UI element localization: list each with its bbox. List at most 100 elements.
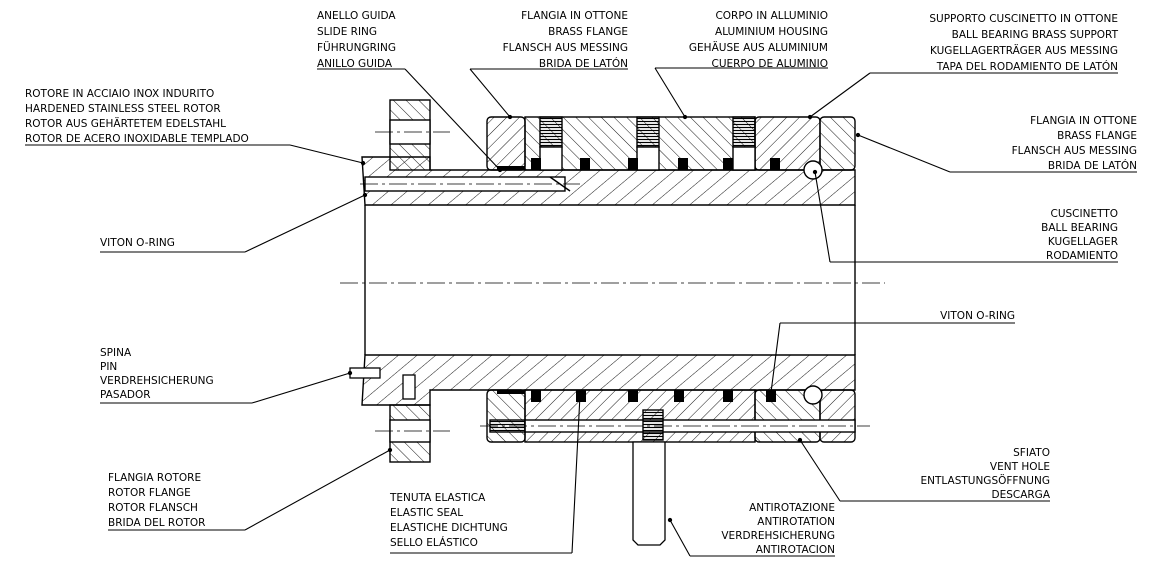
label-line: GEHÄUSE AUS ALUMINIUM (689, 41, 828, 54)
leader-slide-ring (317, 68, 501, 171)
label-line: FLANSCH AUS MESSING (503, 42, 628, 54)
leader-arrow-icon (347, 370, 353, 376)
label-line: ANILLO GUIDA (317, 58, 393, 70)
label-aluminium-housing: CORPO IN ALLUMINIO ALUMINIUM HOUSING GEHÄU… (689, 10, 828, 70)
leader-arrow-icon (360, 160, 366, 166)
label-line: CORPO IN ALLUMINIO (715, 10, 828, 22)
label-line: TAPA DEL RODAMIENTO DE LATÓN (936, 60, 1118, 73)
label-line: ELASTICHE DICHTUNG (390, 522, 508, 534)
housing-bottom (486, 385, 856, 443)
label-line: RODAMIENTO (1046, 250, 1118, 262)
label-line: VITON O-RING (100, 237, 175, 249)
label-line: BALL BEARING (1041, 222, 1118, 234)
antirotation-pin (632, 441, 666, 546)
label-line: ANTIROTATION (757, 516, 835, 528)
label-line: BRASS FLANGE (1057, 130, 1137, 142)
label-line: BRIDA DE LATÓN (539, 57, 628, 70)
label-viton-oring-right: VITON O-RING (940, 310, 1015, 322)
label-line: SLIDE RING (317, 26, 377, 38)
label-line: DESCARGA (991, 489, 1050, 501)
label-rotor: ROTORE IN ACCIAIO INOX INDURITO HARDENED … (25, 88, 249, 145)
label-line: FLANGIA ROTORE (108, 472, 201, 484)
label-line: FLANGIA IN OTTONE (1030, 115, 1137, 127)
label-line: ROTOR AUS GEHÄRTETEM EDELSTAHL (25, 117, 226, 130)
label-line: CUSCINETTO (1050, 208, 1118, 220)
label-line: BRASS FLANGE (548, 26, 628, 38)
leader-aluminium-housing (654, 67, 828, 118)
leader-bearing-support (809, 72, 1118, 118)
label-line: BALL BEARING BRASS SUPPORT (952, 29, 1119, 41)
label-line: FLANGIA IN OTTONE (521, 10, 628, 22)
leader-arrow-icon (855, 132, 861, 138)
label-line: PASADOR (100, 389, 151, 401)
label-line: KUGELLAGER (1048, 236, 1118, 248)
leader-arrow-icon (797, 437, 803, 443)
elastic-seals-top (497, 158, 780, 170)
leader-antirotation (669, 519, 835, 557)
label-line: PIN (100, 361, 117, 373)
rotor (361, 156, 856, 406)
label-brass-flange-right: FLANGIA IN OTTONE BRASS FLANGE FLANSCH AUS… (1012, 115, 1137, 172)
center-lines (340, 131, 885, 432)
label-line: VENT HOLE (990, 461, 1050, 473)
label-line: FLANSCH AUS MESSING (1012, 145, 1137, 157)
label-line: BRIDA DEL ROTOR (108, 517, 205, 529)
label-viton-oring-left: VITON O-RING (100, 237, 175, 249)
leader-viton-oring-left (100, 194, 366, 253)
leader-elastic-seal (390, 394, 581, 554)
label-line: VERDREHSICHERUNG (721, 530, 835, 542)
leader-pin (100, 372, 351, 404)
leader-arrow-icon (767, 397, 773, 403)
label-ball-bearing: CUSCINETTO BALL BEARING KUGELLAGER RODAMIEN… (1041, 208, 1118, 262)
leader-rotor (25, 144, 364, 164)
leader-ball-bearing (814, 171, 1118, 263)
leader-arrow-icon (387, 447, 393, 453)
leader-vent-hole (799, 439, 1050, 502)
leader-brass-flange-top (469, 68, 628, 118)
leader-arrow-icon (812, 169, 818, 175)
label-pin: SPINA PIN VERDREHSICHERUNG PASADOR (100, 347, 214, 401)
label-rotor-flange: FLANGIA ROTORE ROTOR FLANGE ROTOR FLANSCH B… (108, 472, 205, 529)
label-line: ROTOR FLANGE (108, 487, 191, 499)
label-bearing-support: SUPPORTO CUSCINETTO IN OTTONE BALL BEARIN… (929, 13, 1118, 73)
leader-brass-flange-right (857, 134, 1137, 173)
label-line: HARDENED STAINLESS STEEL ROTOR (25, 103, 221, 115)
pin (349, 367, 416, 400)
leader-arrow-icon (667, 517, 673, 523)
label-line: ANTIROTAZIONE (749, 502, 835, 514)
label-line: BRIDA DE LATÓN (1048, 159, 1137, 172)
label-line: ANTIROTACION (756, 544, 835, 556)
label-line: SPINA (100, 347, 132, 359)
label-line: TENUTA ELASTICA (389, 492, 486, 504)
leader-viton-oring-right (769, 322, 1015, 401)
label-line: ANELLO GUIDA (317, 10, 396, 22)
label-line: VERDREHSICHERUNG (100, 375, 214, 387)
leader-arrow-icon (362, 192, 368, 198)
rotor-flange (389, 99, 431, 463)
label-line: CUERPO DE ALUMINIO (711, 58, 828, 70)
label-line: ALUMINIUM HOUSING (715, 26, 828, 38)
labels: ANELLO GUIDA SLIDE RING FÜHRUNGRING ANILLO … (25, 10, 1137, 556)
label-line: SFIATO (1013, 447, 1050, 459)
label-line: ROTORE IN ACCIAIO INOX INDURITO (25, 88, 214, 100)
housing-top (486, 116, 856, 180)
label-line: ROTOR FLANSCH (108, 502, 198, 514)
label-line: FÜHRUNGRING (317, 41, 396, 54)
label-line: ENTLASTUNGSÖFFNUNG (921, 474, 1050, 487)
label-slide-ring: ANELLO GUIDA SLIDE RING FÜHRUNGRING ANILLO … (317, 10, 396, 70)
label-line: ELASTIC SEAL (390, 507, 463, 519)
label-brass-flange-top: FLANGIA IN OTTONE BRASS FLANGE FLANSCH AUS… (503, 10, 628, 70)
leader-arrow-icon (497, 167, 503, 173)
label-elastic-seal: TENUTA ELASTICA ELASTIC SEAL ELASTICHE DIC… (389, 492, 508, 549)
label-line: VITON O-RING (940, 310, 1015, 322)
label-line: SUPPORTO CUSCINETTO IN OTTONE (929, 13, 1118, 25)
label-line: SELLO ELÁSTICO (390, 536, 478, 549)
leader-arrow-icon (682, 114, 688, 120)
leader-arrow-icon (507, 114, 513, 120)
label-line: KUGELLAGERTRÄGER AUS MESSING (930, 44, 1118, 57)
leader-rotor-flange (108, 449, 391, 531)
leader-arrow-icon (577, 392, 583, 398)
